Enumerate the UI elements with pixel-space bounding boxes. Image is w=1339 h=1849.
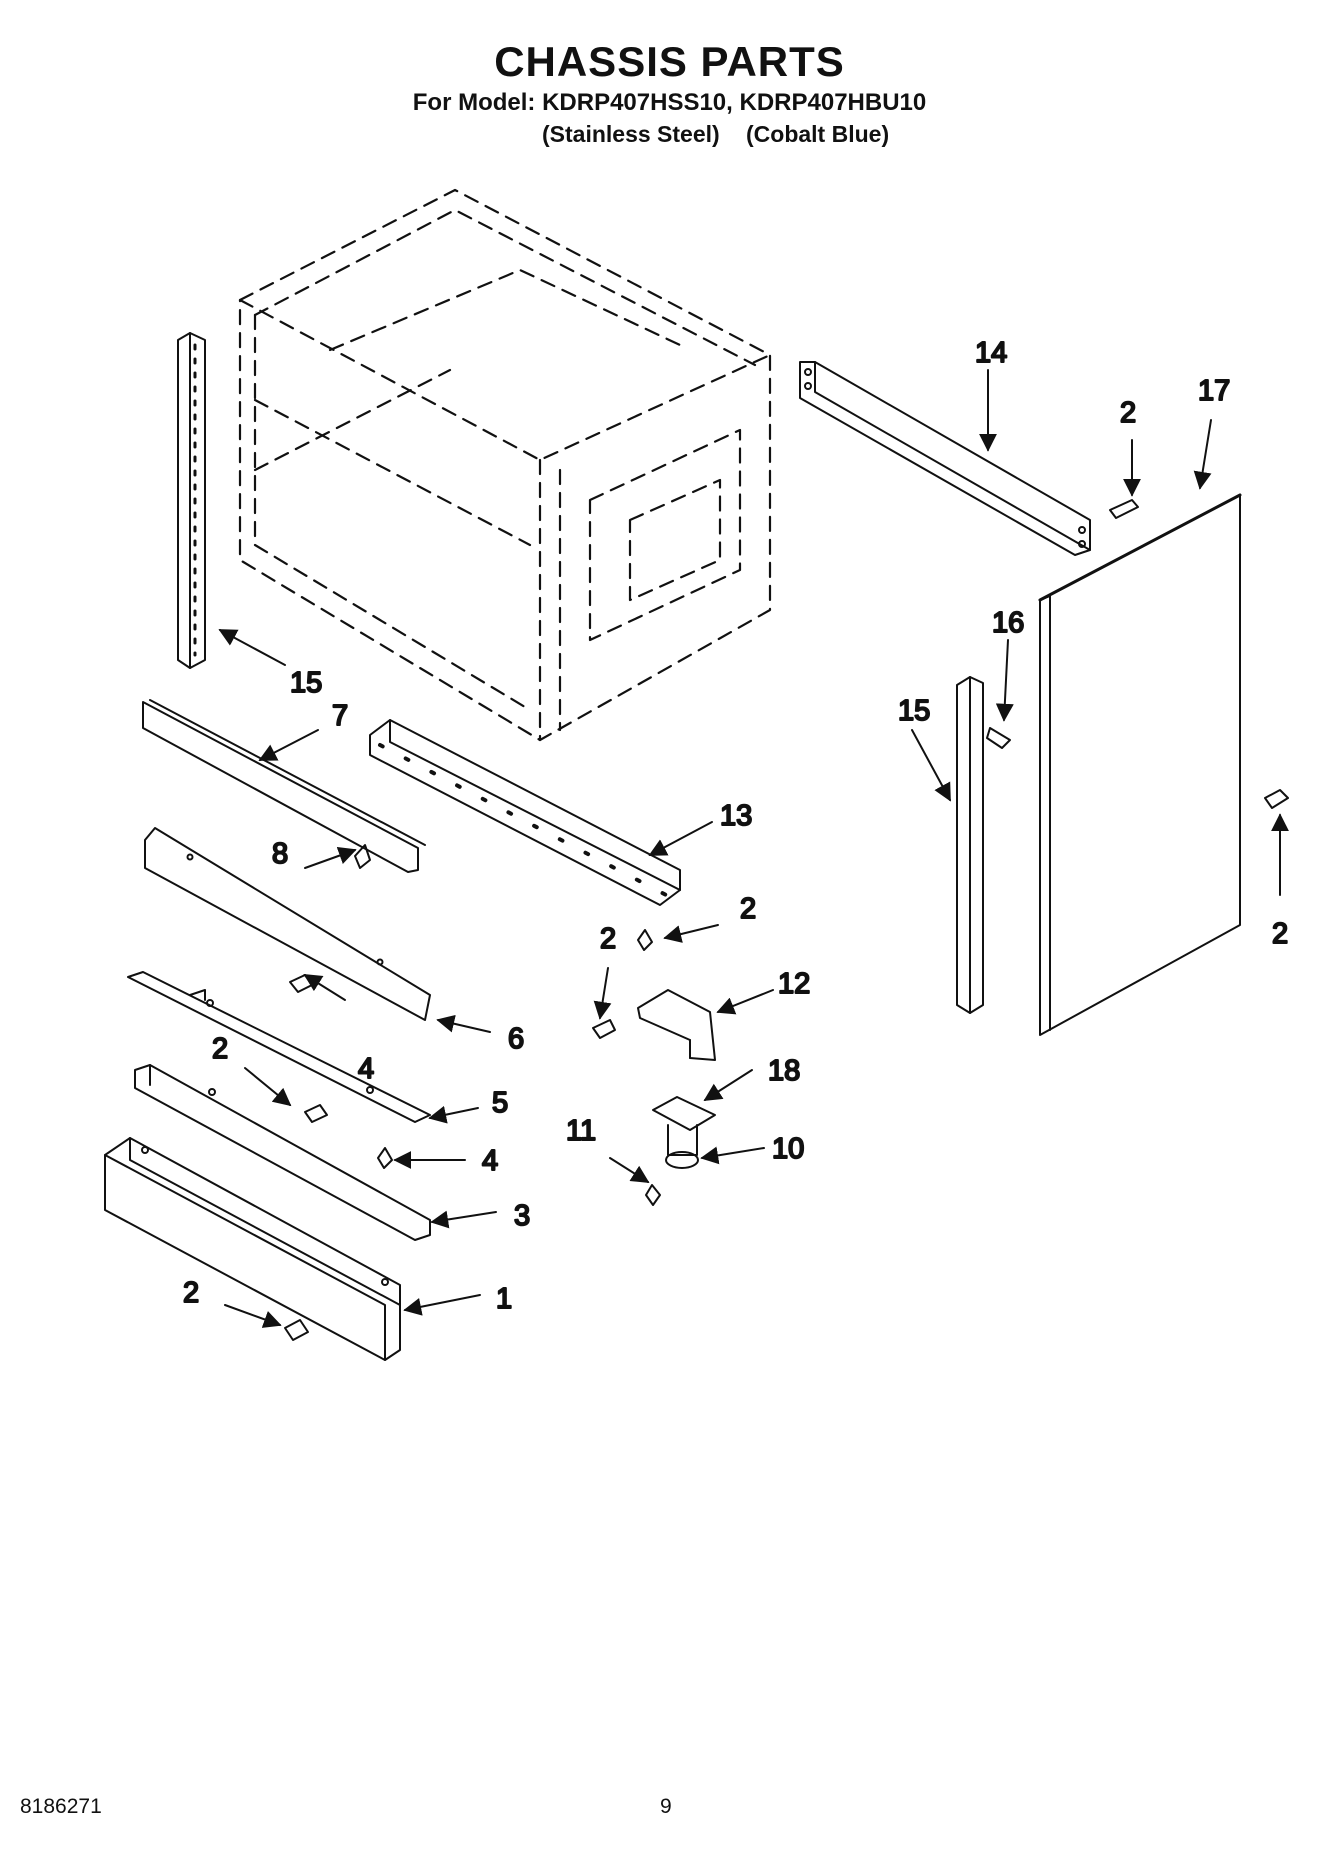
callout-15: 15 (898, 695, 930, 727)
callout-6: 6 (508, 1023, 524, 1055)
screw-2b (1264, 789, 1289, 809)
cabinet-outline (238, 188, 772, 742)
callout-11: 11 (566, 1115, 596, 1147)
callout-16: 16 (992, 607, 1024, 639)
callout-2: 2 (1120, 397, 1136, 429)
callout-2: 2 (600, 923, 616, 955)
leveler-bracket (637, 989, 716, 1061)
bracket-strip (127, 971, 431, 1123)
vertical-channel-left (177, 332, 206, 669)
screw-2c (637, 929, 653, 951)
screw-16 (986, 727, 1011, 749)
callout-18: 18 (768, 1055, 800, 1087)
front-brace (144, 827, 431, 1021)
model-line: For Model: KDRP407HSS10, KDRP407HBU10 (412, 89, 927, 116)
callout-4: 4 (482, 1145, 498, 1177)
trim-strip-right (956, 676, 984, 1014)
callout-13: 13 (720, 800, 752, 832)
callout-8: 8 (272, 838, 288, 870)
leader-arrows (218, 369, 1289, 1328)
kickplate (104, 1137, 401, 1361)
callout-17: 17 (1198, 375, 1230, 407)
document-number: 8186271 (20, 1795, 102, 1818)
callout-12: 12 (778, 968, 810, 1000)
top-rail (142, 699, 426, 873)
side-panel (1038, 493, 1242, 1036)
screw-2a (1109, 499, 1139, 519)
callout-7: 7 (332, 700, 348, 732)
callout-2: 2 (740, 893, 756, 925)
callout-15: 15 (290, 667, 322, 699)
variant-stainless: (Stainless Steel) (542, 121, 720, 147)
lower-rail (369, 719, 681, 906)
callout-labels: 14 17 2 16 15 15 7 13 8 2 2 2 12 6 2 4 1… (182, 336, 1289, 1316)
upper-bracket (799, 361, 1091, 556)
screw-2d (592, 1019, 616, 1039)
callout-2: 2 (1272, 918, 1288, 950)
callout-14: 14 (975, 337, 1007, 369)
screw-2e (304, 1104, 328, 1123)
lower-panel (134, 1064, 431, 1241)
page-title: CHASSIS PARTS (494, 38, 845, 85)
callout-1: 1 (496, 1283, 512, 1315)
leveling-leg (652, 1096, 716, 1169)
callout-10: 10 (772, 1133, 804, 1165)
screw-4b (377, 1147, 393, 1169)
screw-8 (354, 844, 371, 869)
callout-5: 5 (492, 1087, 508, 1119)
callout-2: 2 (183, 1277, 199, 1309)
page-number: 9 (660, 1795, 672, 1818)
callout-2: 2 (212, 1033, 228, 1065)
screw-11 (645, 1184, 661, 1206)
callout-4: 4 (358, 1053, 374, 1085)
variant-cobalt: (Cobalt Blue) (746, 121, 890, 147)
callout-3: 3 (514, 1200, 530, 1232)
screw-2f (284, 1319, 309, 1341)
